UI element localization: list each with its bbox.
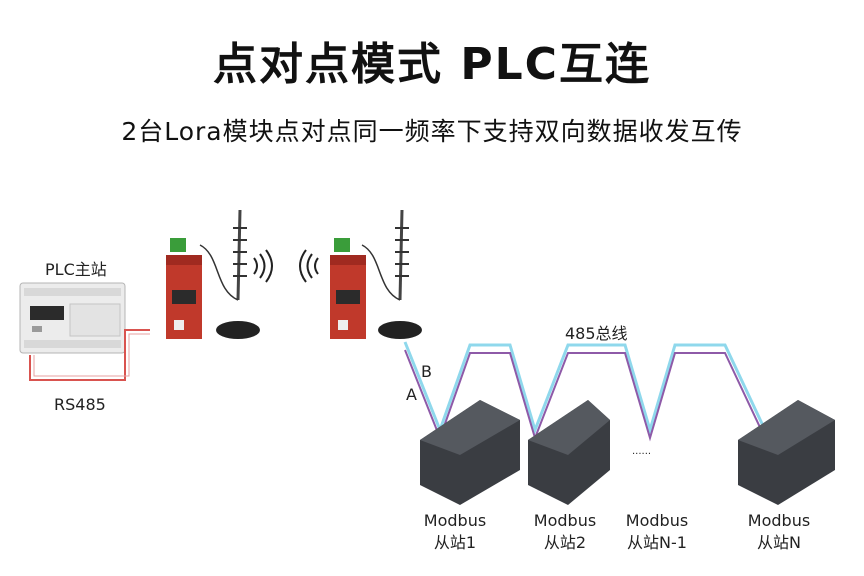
slave-label-1: Modbus 从站1 [400,510,510,554]
slave-label-line2: 从站1 [433,533,477,552]
page-subtitle: 2台Lora模块点对点同一频率下支持双向数据收发互传 [121,117,743,146]
slave-label-line1: Modbus [625,511,689,530]
lora-module-1 [166,209,260,339]
modbus-slave-1 [420,400,520,505]
slave-label-4: Modbus 从站N [724,510,834,554]
lora-module-2 [330,209,422,339]
wire-b-label: B [421,362,432,381]
plc-label: PLC主站 [45,260,107,279]
bus-label: 485总线 [565,324,628,343]
slave-label-line2: 从站N-1 [627,533,687,552]
slave-label-2: Modbus 从站2 [510,510,620,554]
page-title: 点对点模式 PLC互连 [213,39,651,90]
wireless-signal-icon [253,249,273,283]
slave-label-line2: 从站2 [543,533,587,552]
slave-label-3: Modbus 从站N-1 [602,510,712,554]
bus-wire-a [404,349,766,442]
rs485-cable [29,329,150,381]
slave-label-line1: Modbus [747,511,811,530]
wire-a-label: A [406,385,417,404]
plc-device [19,282,126,354]
modbus-slave-2 [528,400,610,505]
bus-wire-b [403,341,767,436]
modbus-slave-n [738,400,835,505]
wireless-signal-icon [299,249,319,283]
slave-label-line1: Modbus [533,511,597,530]
slave-label-line2: 从站N [757,533,801,552]
rs485-label: RS485 [54,395,106,414]
slave-label-line1: Modbus [423,511,487,530]
ellipsis-label: ...... [632,446,652,457]
